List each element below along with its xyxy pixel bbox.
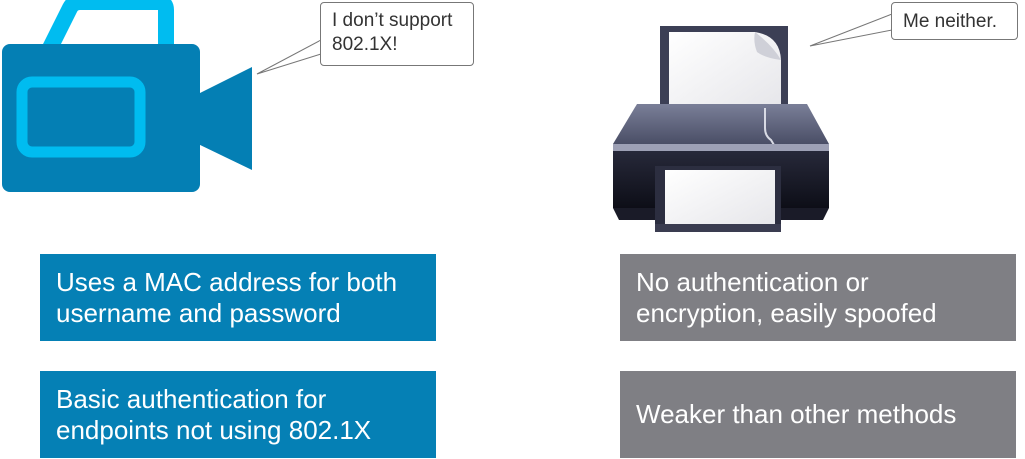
printer-info-card-2: Weaker than other methods <box>620 371 1016 458</box>
card-line: Weaker than other methods <box>636 399 957 429</box>
printer-icon <box>613 26 829 232</box>
camera-info-card-2: Basic authentication for endpoints not u… <box>40 371 436 458</box>
printer-bubble-tail <box>809 14 894 47</box>
card-line: username and password <box>56 297 341 328</box>
printer-bubble-line-1: Me neither. <box>903 11 997 32</box>
camera-speech-bubble: I don’t support 802.1X! <box>320 2 474 66</box>
camera-info-card-1: Uses a MAC address for both username and… <box>40 254 436 341</box>
camera-bubble-line-1: I don’t support <box>332 10 453 31</box>
printer-speech-bubble: Me neither. <box>891 2 1018 40</box>
printer-info-card-1: No authentication or encryption, easily … <box>620 254 1016 341</box>
card-line: endpoints not using 802.1X <box>56 414 372 445</box>
camera-bubble-line-2: 802.1X! <box>332 34 398 55</box>
video-camera-icon <box>2 0 252 192</box>
card-line: Basic authentication for <box>56 383 327 414</box>
card-line: Uses a MAC address for both <box>56 266 398 297</box>
card-line: No authentication or <box>636 266 869 297</box>
card-line: encryption, easily spoofed <box>636 297 937 328</box>
